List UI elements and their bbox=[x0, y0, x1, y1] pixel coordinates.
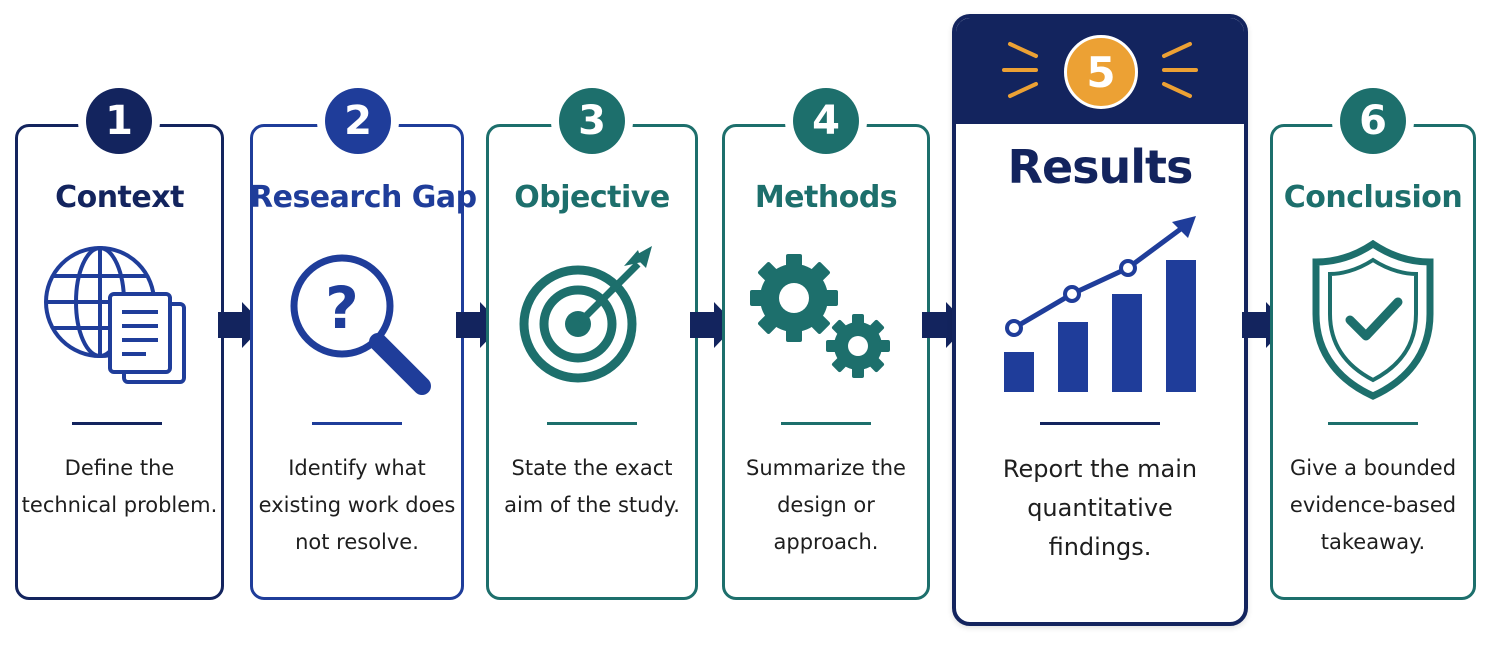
step-5-description: Report the main quantitative findings. bbox=[1002, 455, 1198, 561]
bar-chart-trend-icon bbox=[1004, 216, 1196, 392]
step-2-divider bbox=[312, 422, 402, 425]
svg-text:?: ? bbox=[325, 274, 359, 342]
step-2-badge: 2 bbox=[325, 88, 391, 154]
step-5-badge: 5 bbox=[1064, 35, 1138, 109]
step-3-divider bbox=[547, 422, 637, 425]
step-1-title: Context bbox=[55, 180, 184, 215]
step-6-badge: 6 bbox=[1340, 88, 1406, 154]
sparkle-rays-icon bbox=[1002, 42, 1198, 98]
step-3-description: State the exact aim of the study. bbox=[504, 456, 680, 517]
step-5-divider bbox=[1040, 422, 1160, 425]
globe-document-icon bbox=[44, 246, 186, 384]
step-card-research-gap bbox=[250, 124, 464, 600]
magnifier-question-icon: ? bbox=[290, 254, 431, 395]
step-6-description: Give a bounded evidence-based takeaway. bbox=[1289, 456, 1457, 554]
step-1-divider bbox=[72, 422, 162, 425]
step-4-title: Methods bbox=[754, 180, 898, 215]
step-4-description: Summarize the design or approach. bbox=[746, 456, 906, 554]
step-card-results bbox=[952, 14, 1248, 626]
step-3-badge: 3 bbox=[559, 88, 625, 154]
step-card-objective bbox=[486, 124, 698, 600]
step-1-badge: 1 bbox=[86, 88, 152, 154]
step-6-title: Conclusion bbox=[1283, 180, 1463, 215]
gears-icon bbox=[750, 254, 890, 378]
step-6-divider bbox=[1328, 422, 1418, 425]
step-3-title: Objective bbox=[514, 180, 670, 215]
step-4-divider bbox=[781, 422, 871, 425]
step-2-title: Research Gap bbox=[250, 180, 477, 215]
step-card-methods bbox=[722, 124, 930, 600]
step-4-badge: 4 bbox=[793, 88, 859, 154]
step-5-title: Results bbox=[1007, 140, 1194, 194]
shield-check-icon bbox=[1312, 240, 1434, 400]
step-card-conclusion bbox=[1270, 124, 1476, 600]
step-1-description: Define the technical problem. bbox=[21, 456, 218, 517]
target-arrow-icon bbox=[519, 246, 652, 383]
step-2-description: Identify what existing work does not res… bbox=[258, 456, 456, 554]
